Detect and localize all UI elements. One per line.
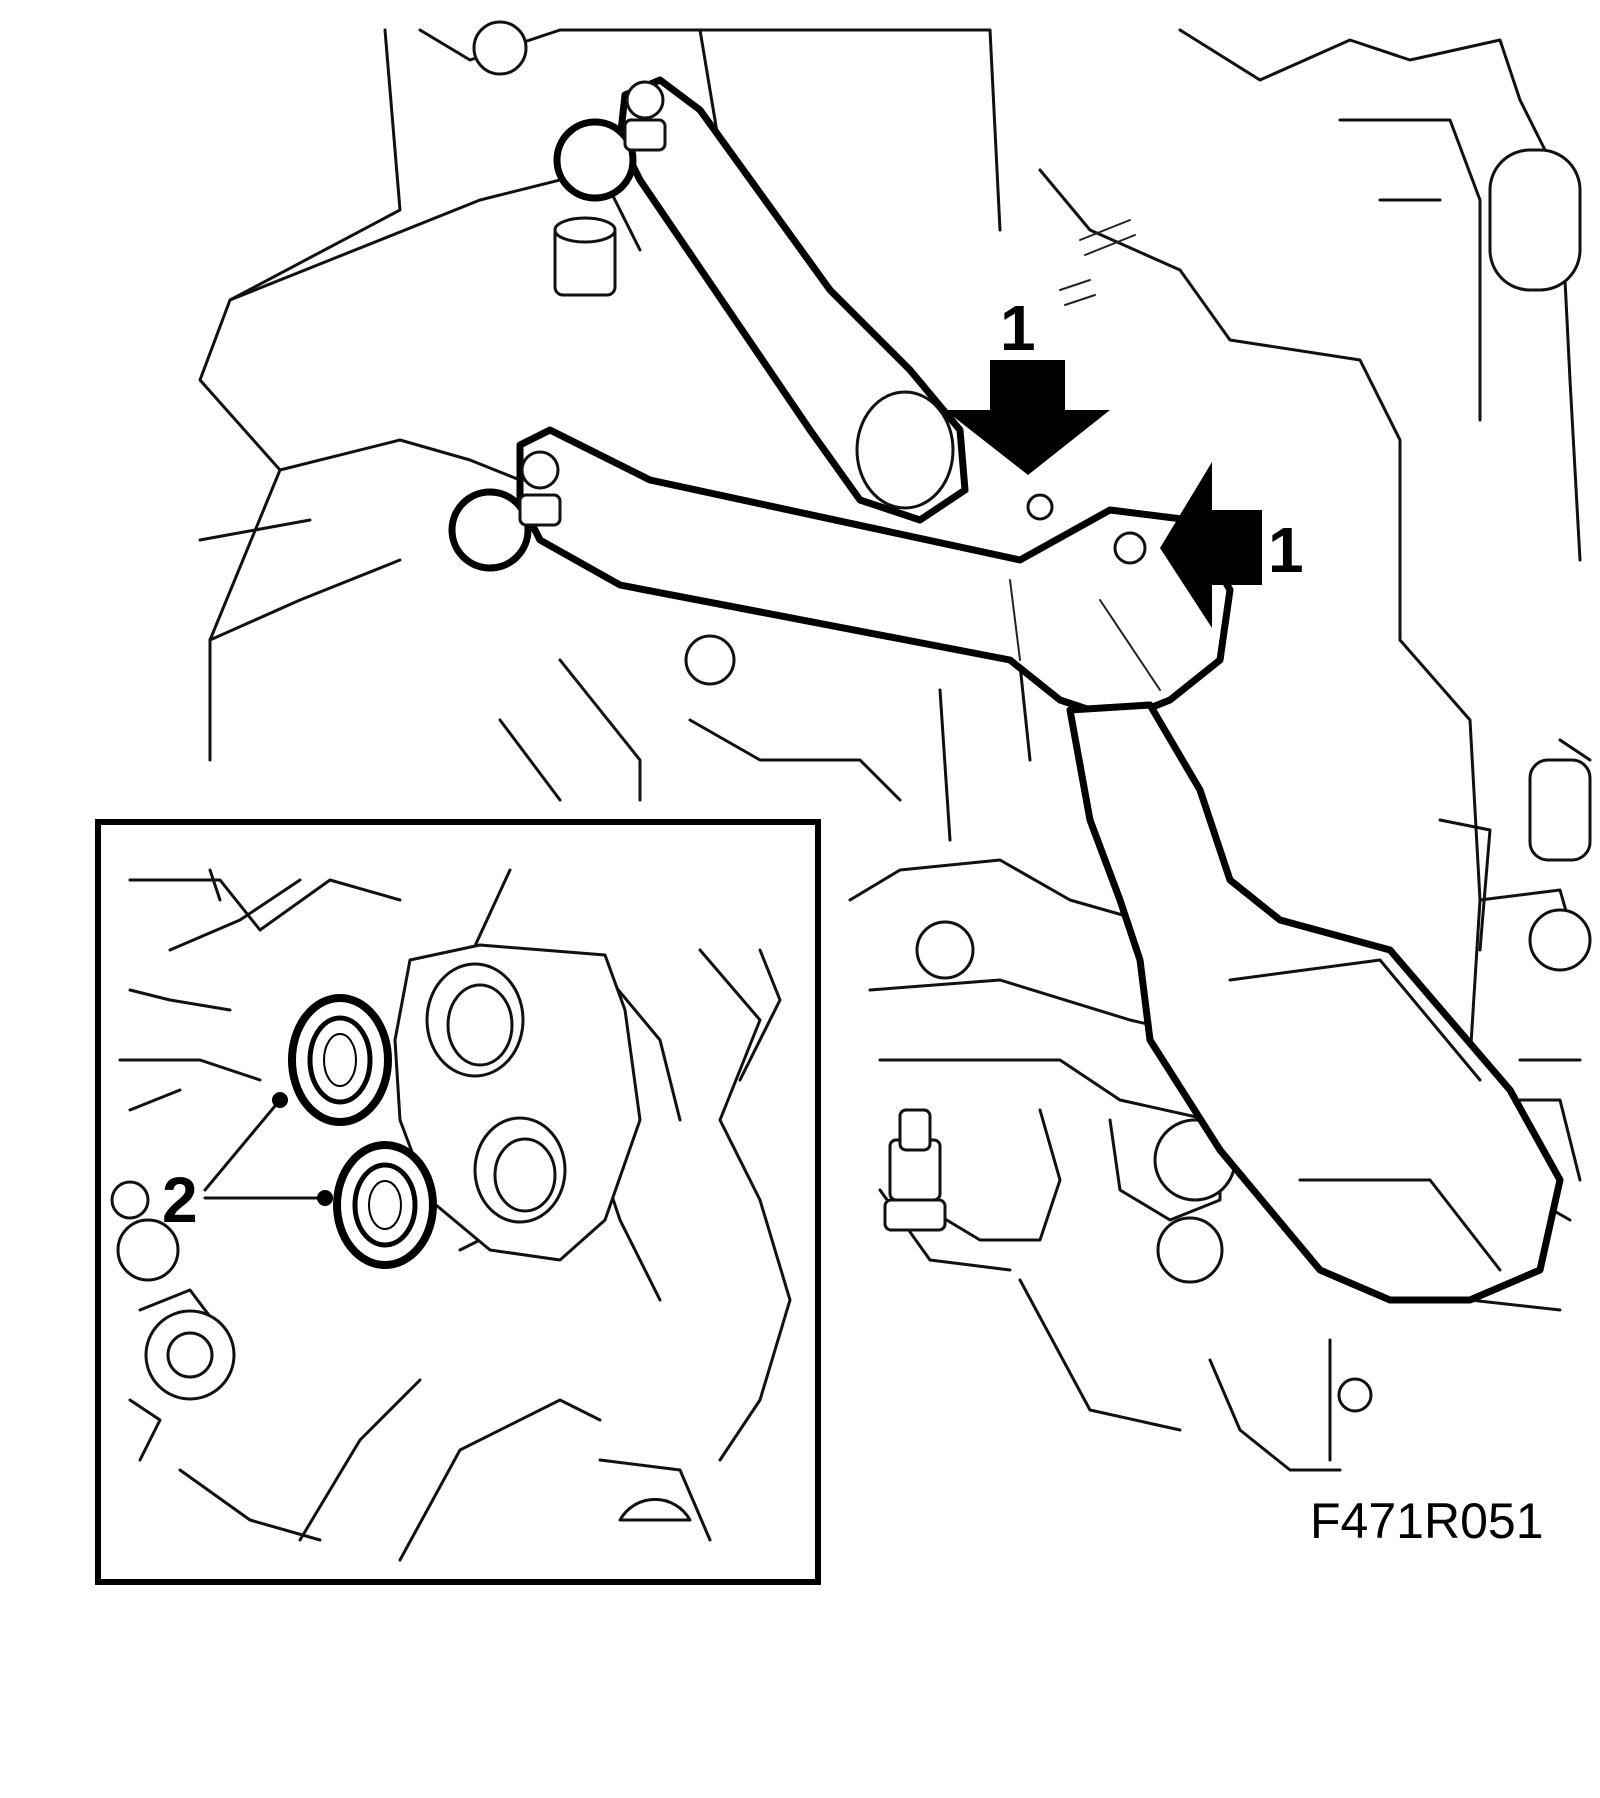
figure-code: F471R051 [1310, 1493, 1544, 1549]
seal-upper [288, 994, 392, 1126]
callout-label-1-top: 1 [1000, 292, 1036, 364]
arrow-left-icon [1160, 462, 1262, 628]
callout-label-2: 2 [162, 1164, 198, 1236]
seal-lower [333, 1141, 437, 1269]
callout-arrows [945, 360, 1262, 628]
special-tool [448, 76, 1564, 1304]
inset-panel: 2 [95, 819, 821, 1585]
callout-label-1-right: 1 [1268, 514, 1304, 586]
arrow-down-icon [945, 360, 1110, 475]
